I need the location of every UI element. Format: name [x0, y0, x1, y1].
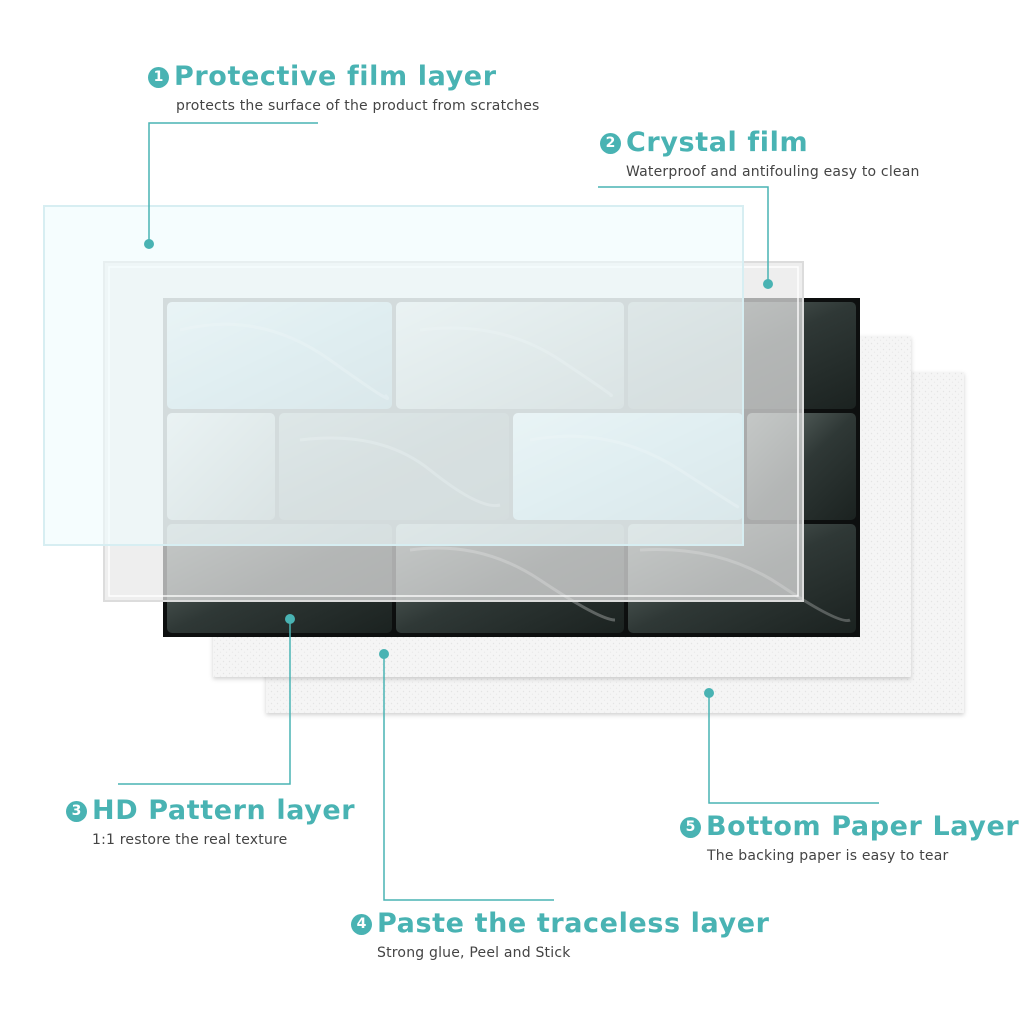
leader-line-crystal-film — [598, 186, 769, 284]
callout-description: protects the surface of the product from… — [176, 98, 540, 114]
callout-description: The backing paper is easy to tear — [707, 848, 949, 864]
number-badge: 3 — [66, 800, 87, 822]
number-badge: 5 — [680, 816, 701, 838]
callout-description: Waterproof and antifouling easy to clean — [626, 164, 920, 180]
protective-film-sheet — [43, 205, 744, 546]
number-badge: 1 — [148, 66, 169, 88]
callout-title: Paste the traceless layer — [377, 908, 770, 939]
callout-bottom-paper: 5 Bottom Paper Layer The backing paper i… — [680, 812, 1019, 864]
callout-title: Crystal film — [626, 127, 809, 158]
number-badge: 2 — [600, 132, 621, 154]
callout-hd-pattern: 3 HD Pattern layer 1:1 restore the real … — [66, 796, 355, 848]
callout-paste-layer: 4 Paste the traceless layer Strong glue,… — [351, 909, 770, 961]
anchor-dot-hd-pattern — [285, 614, 295, 624]
anchor-dot-crystal-film — [763, 279, 773, 289]
callout-title: Bottom Paper Layer — [706, 811, 1020, 842]
callout-description: 1:1 restore the real texture — [92, 832, 288, 848]
leader-line-protective-film — [148, 122, 318, 244]
anchor-dot-paste-layer — [379, 649, 389, 659]
callout-description: Strong glue, Peel and Stick — [377, 945, 571, 961]
callout-title: Protective film layer — [174, 61, 497, 92]
leader-line-paste-layer — [383, 654, 554, 901]
leader-line-hd-pattern — [118, 619, 291, 785]
callout-title: HD Pattern layer — [92, 795, 356, 826]
anchor-dot-protective-film — [144, 239, 154, 249]
leader-line-bottom-paper — [708, 693, 879, 804]
callout-protective-film: 1 Protective film layer protects the sur… — [148, 62, 540, 114]
anchor-dot-bottom-paper — [704, 688, 714, 698]
number-badge: 4 — [351, 913, 372, 935]
callout-crystal-film: 2 Crystal film Waterproof and antifoulin… — [600, 128, 920, 180]
